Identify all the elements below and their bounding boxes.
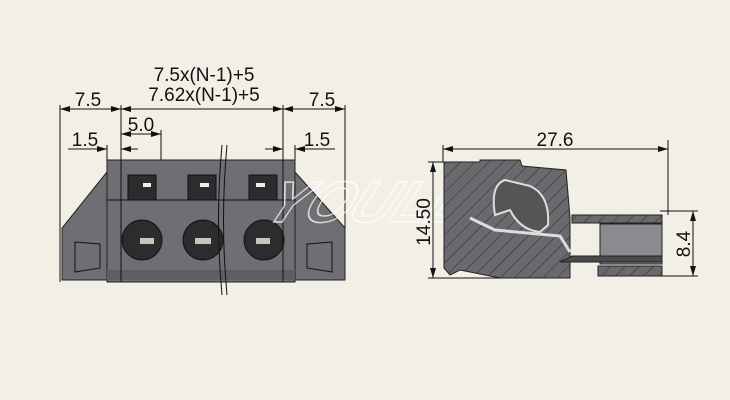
side-view: 27.6 14.50 8.4 bbox=[414, 130, 698, 279]
length-label: 27.6 bbox=[537, 130, 574, 151]
right-offset-label: 1.5 bbox=[304, 130, 330, 151]
release-slots bbox=[127, 174, 278, 201]
pitch-formula-1: 7.5x(N-1)+5 bbox=[154, 65, 255, 86]
side-section-body bbox=[443, 159, 571, 279]
left-width-label: 7.5 bbox=[75, 90, 101, 111]
front-view: 7.5x(N-1)+5 7.62x(N-1)+5 7.5 7.5 5.0 1.5… bbox=[59, 65, 346, 296]
pitch-formula-2: 7.62x(N-1)+5 bbox=[148, 85, 259, 106]
left-offset-label: 1.5 bbox=[72, 130, 98, 151]
half-pitch-label: 5.0 bbox=[128, 115, 154, 136]
right-width-label: 7.5 bbox=[309, 90, 335, 111]
height-label: 14.50 bbox=[414, 198, 435, 246]
pin-height-label: 8.4 bbox=[674, 230, 695, 257]
wire-entry-holes bbox=[121, 219, 285, 261]
